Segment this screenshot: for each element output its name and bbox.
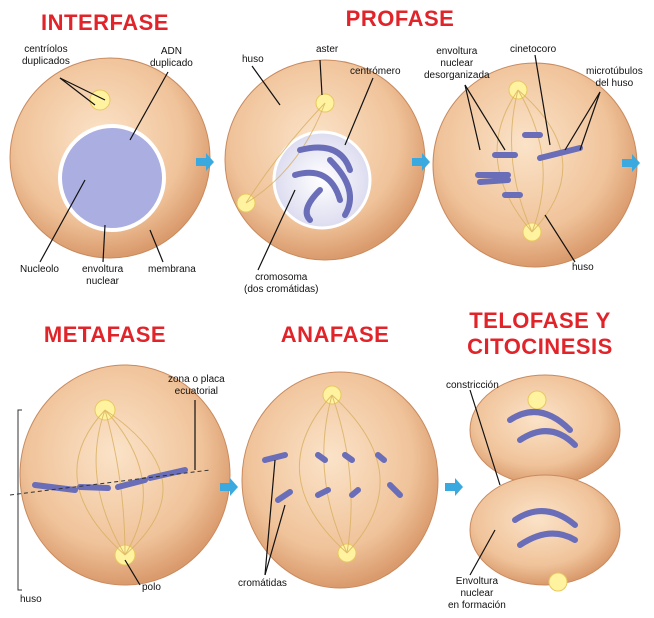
arrow-icon <box>196 153 214 171</box>
metafase-cell <box>19 364 231 586</box>
label-cromatidas: cromátidas <box>238 578 287 589</box>
label-polo: polo <box>142 582 161 593</box>
arrow-icon <box>622 154 640 172</box>
title-telofase-line2: CITOCINESIS <box>467 334 613 359</box>
arrow-icon <box>412 153 430 171</box>
arrows <box>196 153 640 496</box>
anafase-cell <box>241 371 439 589</box>
telofase-cell-bottom <box>469 474 621 586</box>
profase-nucleus <box>272 130 372 230</box>
label-huso-metafase: huso <box>20 594 42 605</box>
title-telofase-line1: TELOFASE Y <box>469 308 611 333</box>
title-metafase: METAFASE <box>43 322 167 347</box>
title-anafase: ANAFASE <box>280 322 390 347</box>
title-profase: PROFASE <box>345 6 455 31</box>
label-cromosoma: cromosoma(dos cromátidas) <box>244 272 319 295</box>
title-telofase: TELOFASE Y CITOCINESIS <box>440 308 640 360</box>
chromosomes <box>32 132 583 548</box>
label-huso-profase: huso <box>242 54 264 65</box>
interfase-nucleus <box>58 124 166 232</box>
label-constriccion: constricción <box>446 380 499 391</box>
label-huso-prometafase: huso <box>572 262 594 273</box>
leader-lines <box>39 54 601 586</box>
label-nucleolo: Nucleolo <box>20 264 59 275</box>
label-cinetocoro: cinetocoro <box>510 44 557 55</box>
spindle-fibers <box>76 89 564 556</box>
label-centromero: centrómero <box>350 66 401 77</box>
equatorial-line <box>9 469 211 496</box>
arrow-icon <box>445 478 463 496</box>
arrow-icon <box>220 478 238 496</box>
label-aster: aster <box>316 44 339 55</box>
title-interfase: INTERFASE <box>41 10 169 35</box>
label-membrana: membrana <box>148 264 196 275</box>
huso-bracket <box>17 409 22 591</box>
